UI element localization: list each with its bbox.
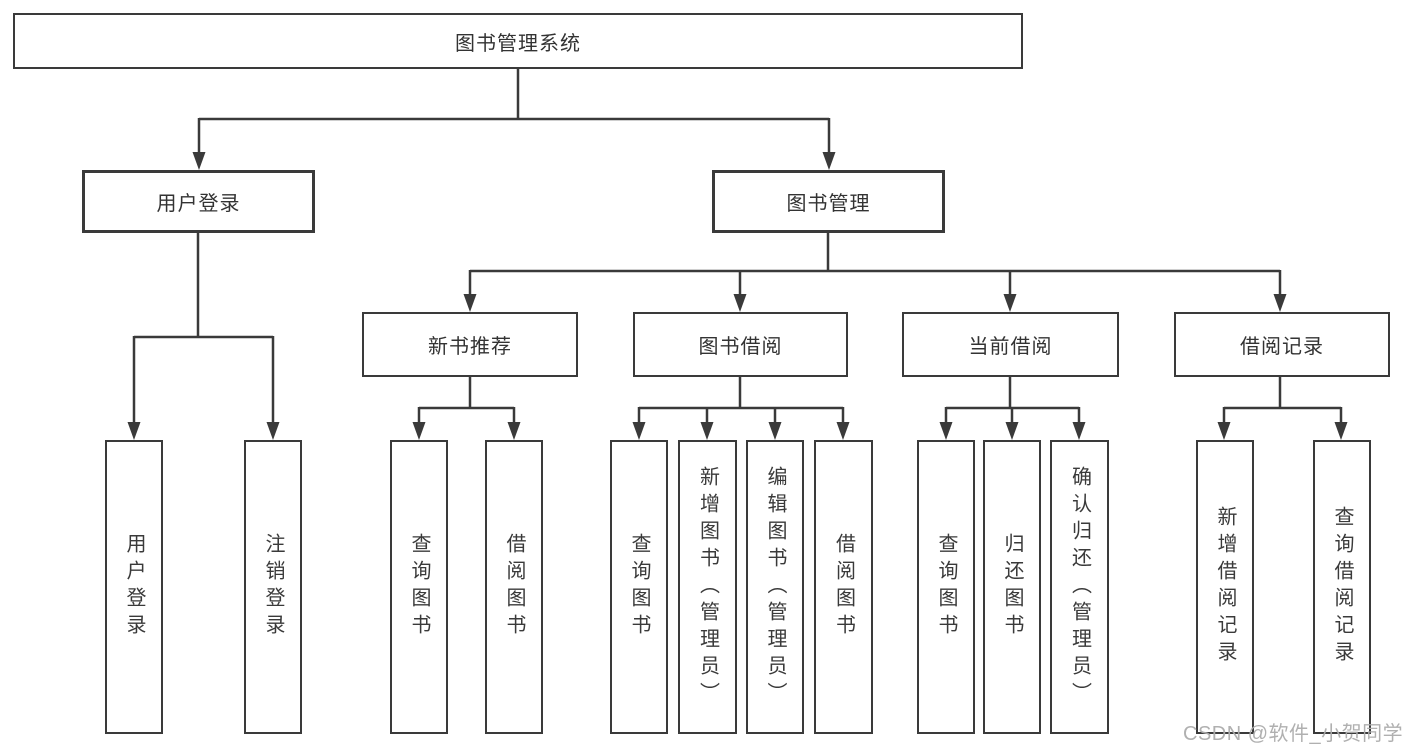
leaf-add-books-admin-label: 新增图书（管理员） <box>696 465 719 709</box>
leaf-query-borrow-record: 查询借阅记录 <box>1313 440 1371 734</box>
node-new-book-recommend-label: 新书推荐 <box>428 336 512 358</box>
leaf-query-books-current: 查询图书 <box>917 440 975 734</box>
node-user-login-label: 用户登录 <box>156 193 241 215</box>
leaf-borrow-books-recommend-label: 借阅图书 <box>503 533 525 641</box>
leaf-return-books-label: 归还图书 <box>1001 533 1023 641</box>
csdn-watermark: CSDN @软件_小贺同学 <box>1183 723 1404 745</box>
leaf-query-borrow-record-label: 查询借阅记录 <box>1331 506 1353 668</box>
leaf-borrow-books: 借阅图书 <box>814 440 873 734</box>
leaf-edit-books-admin-label: 编辑图书（管理员） <box>764 465 786 709</box>
leaf-return-books: 归还图书 <box>983 440 1041 734</box>
leaf-borrow-books-label: 借阅图书 <box>832 533 855 641</box>
node-book-management-label: 图书管理 <box>786 193 871 215</box>
leaf-logout: 注销登录 <box>244 440 302 734</box>
leaf-confirm-return-admin: 确认归还（管理员） <box>1050 440 1109 734</box>
node-root-label: 图书管理系统 <box>455 32 581 55</box>
leaf-logout-label: 注销登录 <box>262 533 284 641</box>
connector-paths <box>132 69 1343 424</box>
leaf-user-login: 用户登录 <box>105 440 163 734</box>
leaf-user-login-label: 用户登录 <box>123 533 145 641</box>
leaf-edit-books-admin: 编辑图书（管理员） <box>746 440 804 734</box>
leaf-query-books-borrow-label: 查询图书 <box>628 533 650 641</box>
node-current-borrow-label: 当前借阅 <box>968 336 1053 358</box>
leaf-confirm-return-admin-label: 确认归还（管理员） <box>1068 465 1091 709</box>
leaf-add-borrow-record: 新增借阅记录 <box>1196 440 1254 734</box>
node-book-borrow-label: 图书借阅 <box>698 336 783 358</box>
leaf-add-borrow-record-label: 新增借阅记录 <box>1214 506 1236 668</box>
leaf-query-books-recommend: 查询图书 <box>390 440 448 734</box>
leaf-add-books-admin: 新增图书（管理员） <box>678 440 737 734</box>
arrowheads <box>127 152 1348 440</box>
leaf-query-books-borrow: 查询图书 <box>610 440 668 734</box>
leaf-query-books-recommend-label: 查询图书 <box>408 533 430 641</box>
node-current-borrow: 当前借阅 <box>902 312 1119 377</box>
node-borrow-records: 借阅记录 <box>1174 312 1390 377</box>
leaf-query-books-current-label: 查询图书 <box>935 533 957 641</box>
node-borrow-records-label: 借阅记录 <box>1240 336 1324 358</box>
node-user-login: 用户登录 <box>82 170 315 233</box>
node-book-borrow: 图书借阅 <box>633 312 848 377</box>
leaf-borrow-books-recommend: 借阅图书 <box>485 440 543 734</box>
node-book-management: 图书管理 <box>712 170 945 233</box>
node-new-book-recommend: 新书推荐 <box>362 312 578 377</box>
node-root-system: 图书管理系统 <box>13 13 1023 69</box>
